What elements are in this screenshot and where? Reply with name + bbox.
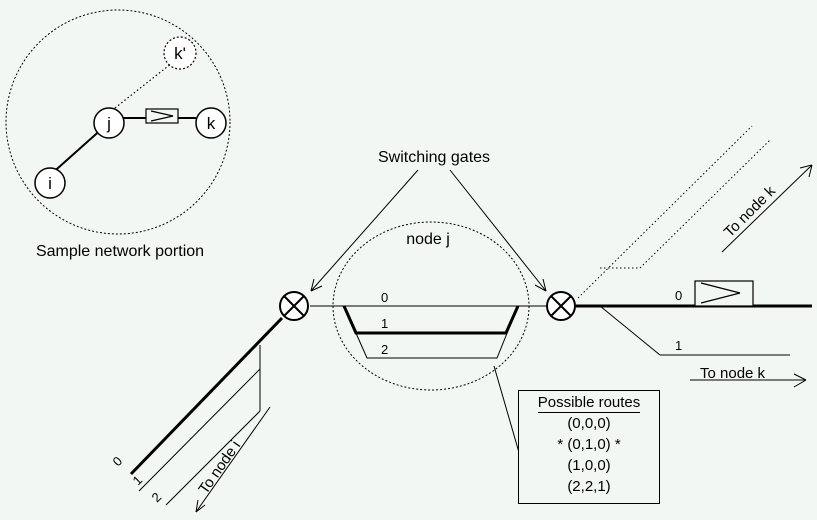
dotted-route-a — [577, 125, 753, 299]
node-j-region-label: node j — [406, 231, 450, 248]
switching-gate-right — [546, 291, 576, 321]
output-gate-box — [694, 280, 754, 307]
node-j-inner-routes: 0 1 2 — [310, 290, 550, 359]
inset-boundary-circle — [5, 9, 231, 235]
route-row: (2,2,1) — [567, 478, 611, 495]
inner-route-0-label: 0 — [381, 290, 388, 305]
switching-gate-left — [279, 291, 309, 321]
possible-routes-table: Possible routes (0,0,0) * (0,1,0) * (1,0… — [518, 390, 660, 504]
inset-gate-arrow-icon — [150, 110, 174, 122]
output-gate-arrow-icon — [700, 282, 741, 304]
left-route-1-label: 1 — [130, 472, 146, 488]
to-node-i-arrowhead-icon — [195, 499, 206, 513]
to-node-k-upper-label: To node k — [721, 182, 779, 240]
left-route-2-label: 2 — [149, 489, 165, 505]
link-j-kprime — [114, 62, 173, 109]
inner-route-1-label: 1 — [381, 316, 388, 331]
sample-network-inset: i j k k' Sample network portion — [5, 9, 231, 260]
route-row: * (0,1,0) * — [557, 436, 621, 453]
right-route-0-label: 0 — [675, 288, 682, 303]
route-row: (0,0,0) — [567, 415, 611, 432]
node-j — [93, 107, 125, 139]
right-route-1-label: 1 — [675, 338, 682, 353]
to-node-i-arrow-shaft — [195, 406, 271, 513]
to-node-k-lower-label: To node k — [700, 365, 766, 382]
switching-gates-pointer-right-arrowhead-icon — [534, 278, 547, 292]
switching-gate-left-cross-icon — [283, 295, 305, 317]
left-route-0 — [129, 316, 284, 476]
right-route-1-diagonal — [599, 305, 661, 356]
inner-route-2-label: 2 — [381, 342, 388, 357]
dotted-links: To node k — [577, 125, 813, 299]
node-i — [34, 167, 66, 199]
route-row: (1,0,0) — [567, 457, 611, 474]
inset-caption: Sample network portion — [36, 243, 204, 260]
left-route-0-label: 0 — [110, 453, 126, 469]
switching-gates-pointer-left — [310, 169, 419, 292]
inset-gate-box — [145, 108, 179, 124]
left-links: 0 1 2 To node i — [110, 316, 284, 513]
switching-gate-right-cross-icon — [550, 295, 572, 317]
left-route-1-diagonal — [138, 368, 261, 492]
routes-table-leader — [493, 365, 521, 457]
to-node-i-label: To node i — [195, 438, 244, 498]
link-i-j — [48, 126, 105, 177]
possible-routes-title: Possible routes — [537, 394, 641, 413]
node-i-label: i — [48, 174, 52, 193]
node-k-label: k — [207, 114, 216, 133]
to-node-k-upper-arrowhead-icon — [799, 164, 813, 178]
node-k-prime-label: k' — [174, 44, 186, 63]
node-j-label: j — [106, 114, 111, 133]
switching-gates-label: Switching gates — [378, 149, 490, 166]
right-links: 0 1 To node k — [576, 280, 812, 388]
to-node-k-lower-arrowhead-icon — [793, 373, 807, 388]
to-node-k-upper-arrow-shaft — [721, 164, 813, 253]
inner-route-2 — [343, 305, 519, 359]
switching-gates-pointer-right — [449, 169, 547, 292]
left-route-2-diagonal — [165, 410, 261, 506]
inner-route-1 — [342, 305, 520, 335]
node-k-prime — [163, 36, 197, 70]
switching-gates-pointer-left-arrowhead-icon — [310, 278, 323, 292]
node-k — [195, 107, 227, 139]
dotted-route-b-diagonal — [639, 139, 771, 269]
